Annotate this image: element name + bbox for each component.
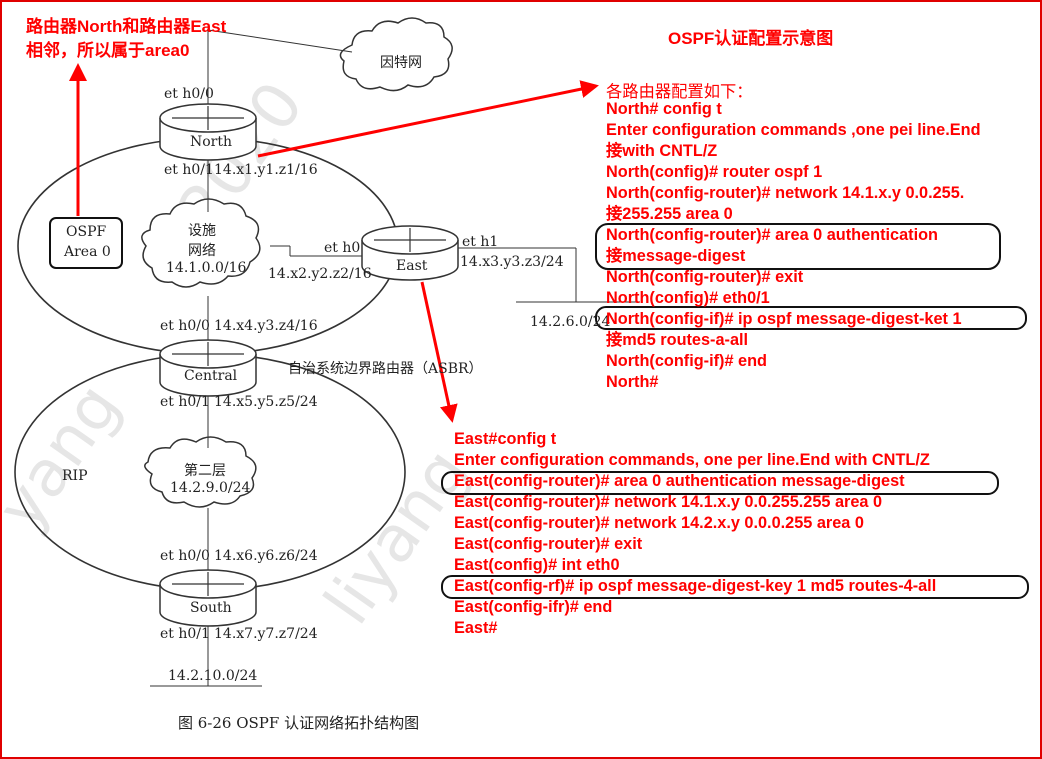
- north-config-block: North# config t Enter configuration comm…: [606, 99, 981, 393]
- ospf-box-label-1: OSPF: [66, 224, 107, 240]
- north-config-line: North#: [606, 373, 659, 391]
- east-config-line: East(config-ifr)# end: [454, 598, 613, 616]
- north-config-line: 接255.255 area 0: [606, 205, 733, 223]
- north-eth00-label: et h0/0: [164, 86, 214, 102]
- ospf-box-label-2: Area 0: [64, 244, 111, 260]
- north-config-line: North(config)# router ospf 1: [606, 163, 823, 181]
- highlight-north-auth: [595, 223, 1001, 270]
- central-ip4-label: 14.x4.y3.z4/16: [214, 318, 318, 334]
- router-north-label: North: [190, 134, 233, 150]
- second-cloud-label-1: 第二层: [184, 463, 226, 479]
- east-config-line: East(config)# int eth0: [454, 556, 620, 574]
- facility-cloud-label-3: 14.1.0.0/16: [166, 260, 247, 276]
- facility-cloud-label-1: 设施: [188, 223, 216, 239]
- south-ip7-label: 14.x7.y7.z7/24: [214, 626, 318, 642]
- east-config-line: East(config-router)# exit: [454, 535, 643, 553]
- north-config-line: 接message-digest: [606, 247, 746, 265]
- north-config-line: North(config-if)# ip ospf message-digest…: [606, 310, 962, 328]
- east-config-line: East(config-router)# network 14.2.x.y 0.…: [454, 514, 864, 532]
- ospf-area-box-shape: [49, 217, 123, 269]
- north-config-line: North(config-router)# area 0 authenticat…: [606, 226, 938, 244]
- diagram-title: OSPF认证配置示意图: [668, 29, 834, 48]
- second-cloud-label-2: 14.2.9.0/24: [170, 480, 251, 496]
- east-eth0-label: et h0: [324, 240, 361, 256]
- router-east-shape: [361, 225, 459, 281]
- router-south-label: South: [190, 600, 232, 616]
- router-central-label: Central: [184, 368, 238, 384]
- arrow-to-north-config: [257, 80, 599, 158]
- internet-cloud-shape: [339, 17, 453, 92]
- highlight-north-key: [595, 306, 1027, 330]
- east-ip2-label: 14.x2.y2.z2/16: [268, 266, 372, 282]
- south-eth01-label: et h0/1: [160, 626, 210, 642]
- south-net-label: 14.2.10.0/24: [168, 668, 258, 684]
- south-eth00-label: et h0/0: [160, 548, 210, 564]
- internet-cloud-label: 因特网: [380, 55, 422, 71]
- east-config-line: East#config t: [454, 430, 557, 448]
- router-north-shape: [159, 103, 257, 161]
- north-eth01-label: et h0/1: [164, 162, 214, 178]
- north-ip-label: 14.x1.y1.z1/16: [214, 162, 318, 178]
- south-ip6-label: 14.x6.y6.z6/24: [214, 548, 318, 564]
- asbr-label: 自治系统边界路由器（ASBR）: [288, 361, 483, 377]
- central-eth01-label: et h0/1: [160, 394, 210, 410]
- central-ip5-label: 14.x5.y5.z5/24: [214, 394, 318, 410]
- north-config-line: 接with CNTL/Z: [606, 142, 718, 160]
- north-config-line: North(config)# eth0/1: [606, 289, 770, 307]
- router-central-shape: [159, 339, 257, 397]
- north-config-line: North(config-router)# exit: [606, 268, 804, 286]
- arrow-to-east-config: [420, 281, 458, 423]
- facility-cloud-shape: [141, 198, 261, 288]
- east-net-label: 14.2.6.0/24: [530, 314, 611, 330]
- north-config-title: 各路由器配置如下：: [606, 82, 753, 101]
- north-config-line: Enter configuration commands ,one pei li…: [606, 121, 981, 139]
- note-top-left-line2: 相邻，所以属于area0: [26, 41, 190, 60]
- east-config-line: East(config-rf)# ip ospf message-digest-…: [454, 577, 937, 595]
- east-config-line: East(config-router)# area 0 authenticati…: [454, 472, 905, 490]
- highlight-east-auth: [441, 471, 999, 495]
- figure-caption: 图 6-26 OSPF 认证网络拓扑结构图: [178, 714, 420, 732]
- north-config-line: 接md5 routes-a-all: [606, 331, 749, 349]
- central-eth00-label: et h0/0: [160, 318, 210, 334]
- east-config-line: East#: [454, 619, 498, 637]
- east-config-line: East(config-router)# network 14.1.x.y 0.…: [454, 493, 883, 511]
- east-config-line: Enter configuration commands, one per li…: [454, 451, 930, 469]
- note-top-left-line1: 路由器North和路由器East: [26, 17, 227, 36]
- rip-label: RIP: [62, 468, 88, 484]
- north-config-line: North(config-if)# end: [606, 352, 767, 370]
- router-east-label: East: [396, 258, 428, 274]
- east-config-block: East#config t Enter configuration comman…: [454, 429, 936, 639]
- highlight-east-key: [441, 575, 1029, 599]
- router-south-shape: [159, 569, 257, 627]
- facility-cloud-label-2: 网络: [188, 243, 216, 259]
- east-eth1-label: et h1: [462, 234, 499, 250]
- north-config-line: North# config t: [606, 100, 722, 118]
- north-config-line: North(config-router)# network 14.1.x.y 0…: [606, 184, 965, 202]
- second-cloud-shape: [144, 436, 257, 508]
- east-ip3-label: 14.x3.y3.z3/24: [460, 254, 564, 270]
